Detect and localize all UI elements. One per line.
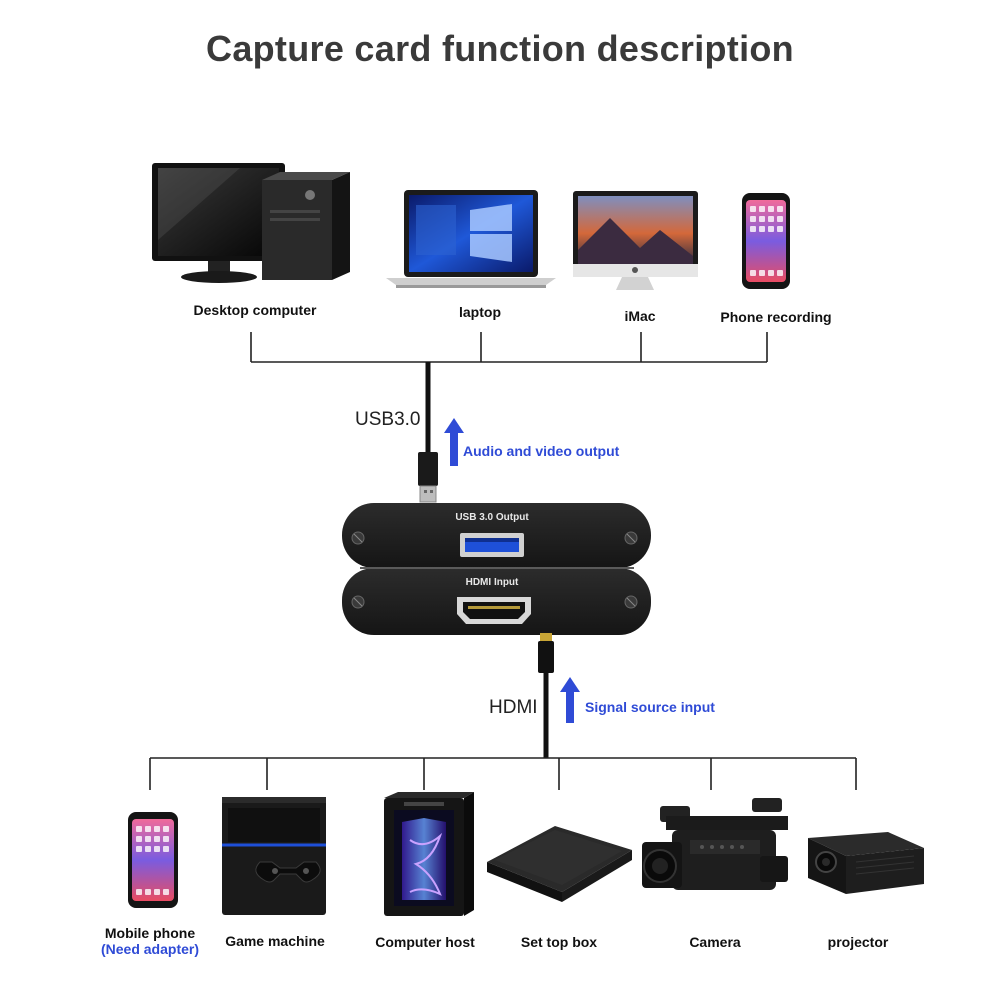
signal-input-arrow-icon xyxy=(560,677,580,723)
camera-label: Camera xyxy=(689,934,741,950)
signal-source-input-label: Signal source input xyxy=(585,699,715,715)
input-bracket xyxy=(149,757,857,790)
projector-label: projector xyxy=(827,934,889,950)
mobile-phone-adapter-note: (Need adapter) xyxy=(100,941,200,957)
computer-host-icon xyxy=(384,792,474,916)
imac-icon xyxy=(573,191,698,290)
set-top-box-icon xyxy=(487,826,632,902)
usb-cable xyxy=(418,362,438,503)
imac-label: iMac xyxy=(624,308,656,324)
hdmi-port-label: HDMI Input xyxy=(465,577,519,588)
output-bracket xyxy=(250,332,768,363)
projector-icon xyxy=(808,832,924,894)
capture-card-device xyxy=(342,503,651,635)
usb-label: USB3.0 xyxy=(355,409,421,430)
desktop-computer-label: Desktop computer xyxy=(193,302,317,318)
audio-output-arrow-icon xyxy=(444,418,464,466)
mobile-phone-label: Mobile phone xyxy=(104,925,196,941)
page-title: Capture card function description xyxy=(206,28,794,69)
laptop-icon xyxy=(386,190,556,288)
phone-recording-icon xyxy=(742,193,790,289)
hdmi-cable xyxy=(538,633,554,758)
phone-recording-label: Phone recording xyxy=(720,309,832,325)
computer-host-label: Computer host xyxy=(375,934,475,950)
game-machine-icon xyxy=(222,797,326,915)
audio-video-output-label: Audio and video output xyxy=(463,443,620,459)
laptop-label: laptop xyxy=(459,304,501,320)
usb-port-label: USB 3.0 Output xyxy=(455,512,529,523)
set-top-box-label: Set top box xyxy=(520,934,598,950)
desktop-computer-icon xyxy=(152,163,350,283)
hdmi-label: HDMI xyxy=(489,697,538,718)
camera-icon xyxy=(642,798,788,890)
game-machine-label: Game machine xyxy=(225,933,325,949)
mobile-phone-icon xyxy=(128,812,178,908)
